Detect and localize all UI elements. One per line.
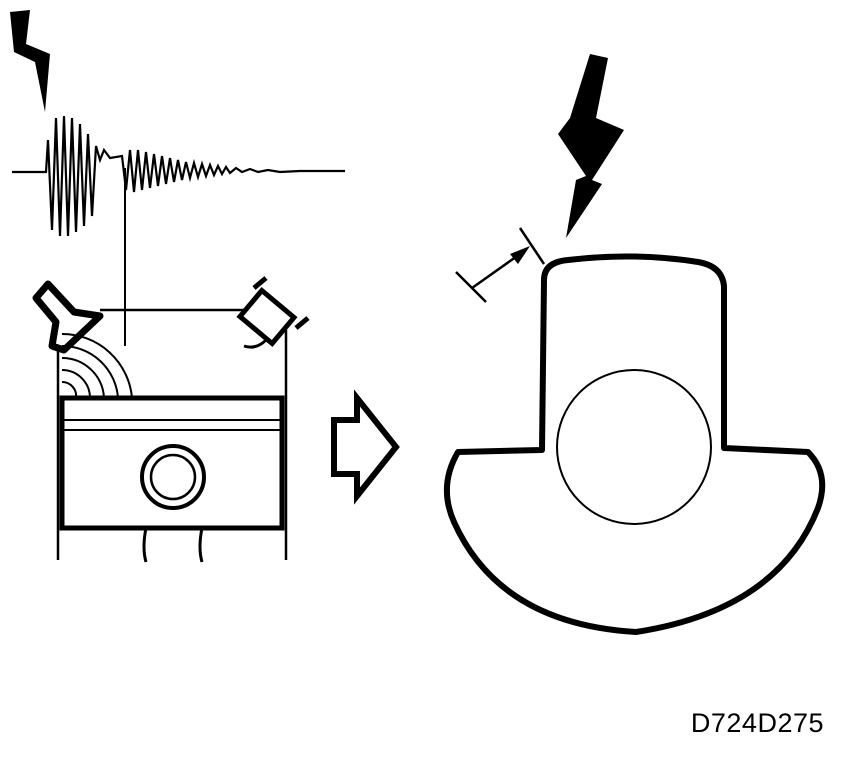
dimension-arrow-icon bbox=[456, 228, 544, 302]
hollow-arrow-right-icon bbox=[334, 398, 396, 496]
lightning-bolt-icon-small bbox=[10, 10, 50, 112]
knock-sensor bbox=[447, 256, 822, 632]
knock-waveform bbox=[12, 116, 345, 236]
valve bbox=[36, 284, 100, 350]
spark-plug bbox=[240, 278, 308, 347]
pressure-waves bbox=[62, 334, 132, 398]
figure-code: D724D275 bbox=[690, 708, 824, 738]
piston bbox=[62, 398, 282, 562]
lightning-bolt-icon-large bbox=[558, 54, 624, 238]
